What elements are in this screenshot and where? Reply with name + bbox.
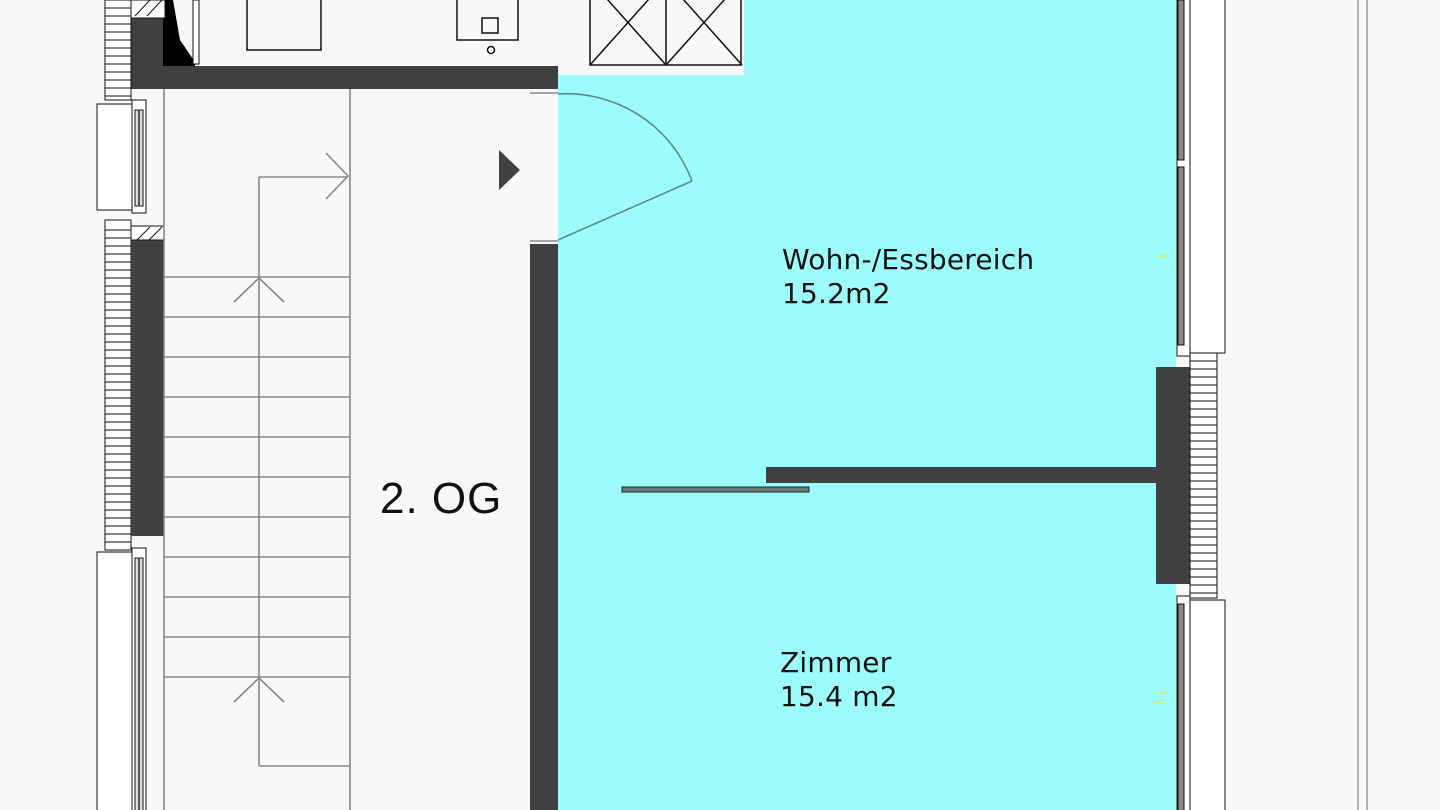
room-area: 15.4 m2	[780, 680, 898, 713]
room-name: Wohn-/Essbereich	[782, 243, 1035, 276]
sliding-door	[621, 486, 810, 493]
room-area: 15.2m2	[782, 277, 891, 310]
cladding-slats-right	[1189, 352, 1218, 599]
arrow-up-icon	[233, 276, 285, 703]
arrow-right-icon	[325, 152, 350, 200]
window-left-lower	[96, 547, 147, 810]
window-right-lower	[1176, 595, 1226, 810]
door-frame	[530, 92, 558, 242]
door-swing	[557, 92, 693, 241]
room-label-zimmer: Zimmer 15.4 m2	[780, 646, 898, 714]
window-left-upper	[96, 99, 147, 214]
triangle-right-icon	[499, 150, 520, 190]
wall-partition	[766, 467, 1158, 483]
wall-top	[164, 66, 558, 89]
staircase	[163, 89, 351, 810]
wall-right-pillar	[1156, 367, 1191, 584]
wall-corner-top-left	[130, 0, 200, 89]
wall-corridor	[530, 244, 558, 810]
boundary-lines	[1357, 0, 1368, 810]
marker-ticks	[1154, 255, 1167, 703]
window-right-upper	[1176, 0, 1226, 357]
room-label-wohn-essbereich: Wohn-/Essbereich 15.2m2	[782, 243, 1034, 311]
floor-label: 2. OG	[380, 474, 503, 523]
wall-left-exterior	[104, 0, 165, 551]
kitchen-fixtures	[246, 0, 743, 66]
cladding-slats-left	[105, 7, 131, 543]
room-name: Zimmer	[780, 646, 892, 679]
